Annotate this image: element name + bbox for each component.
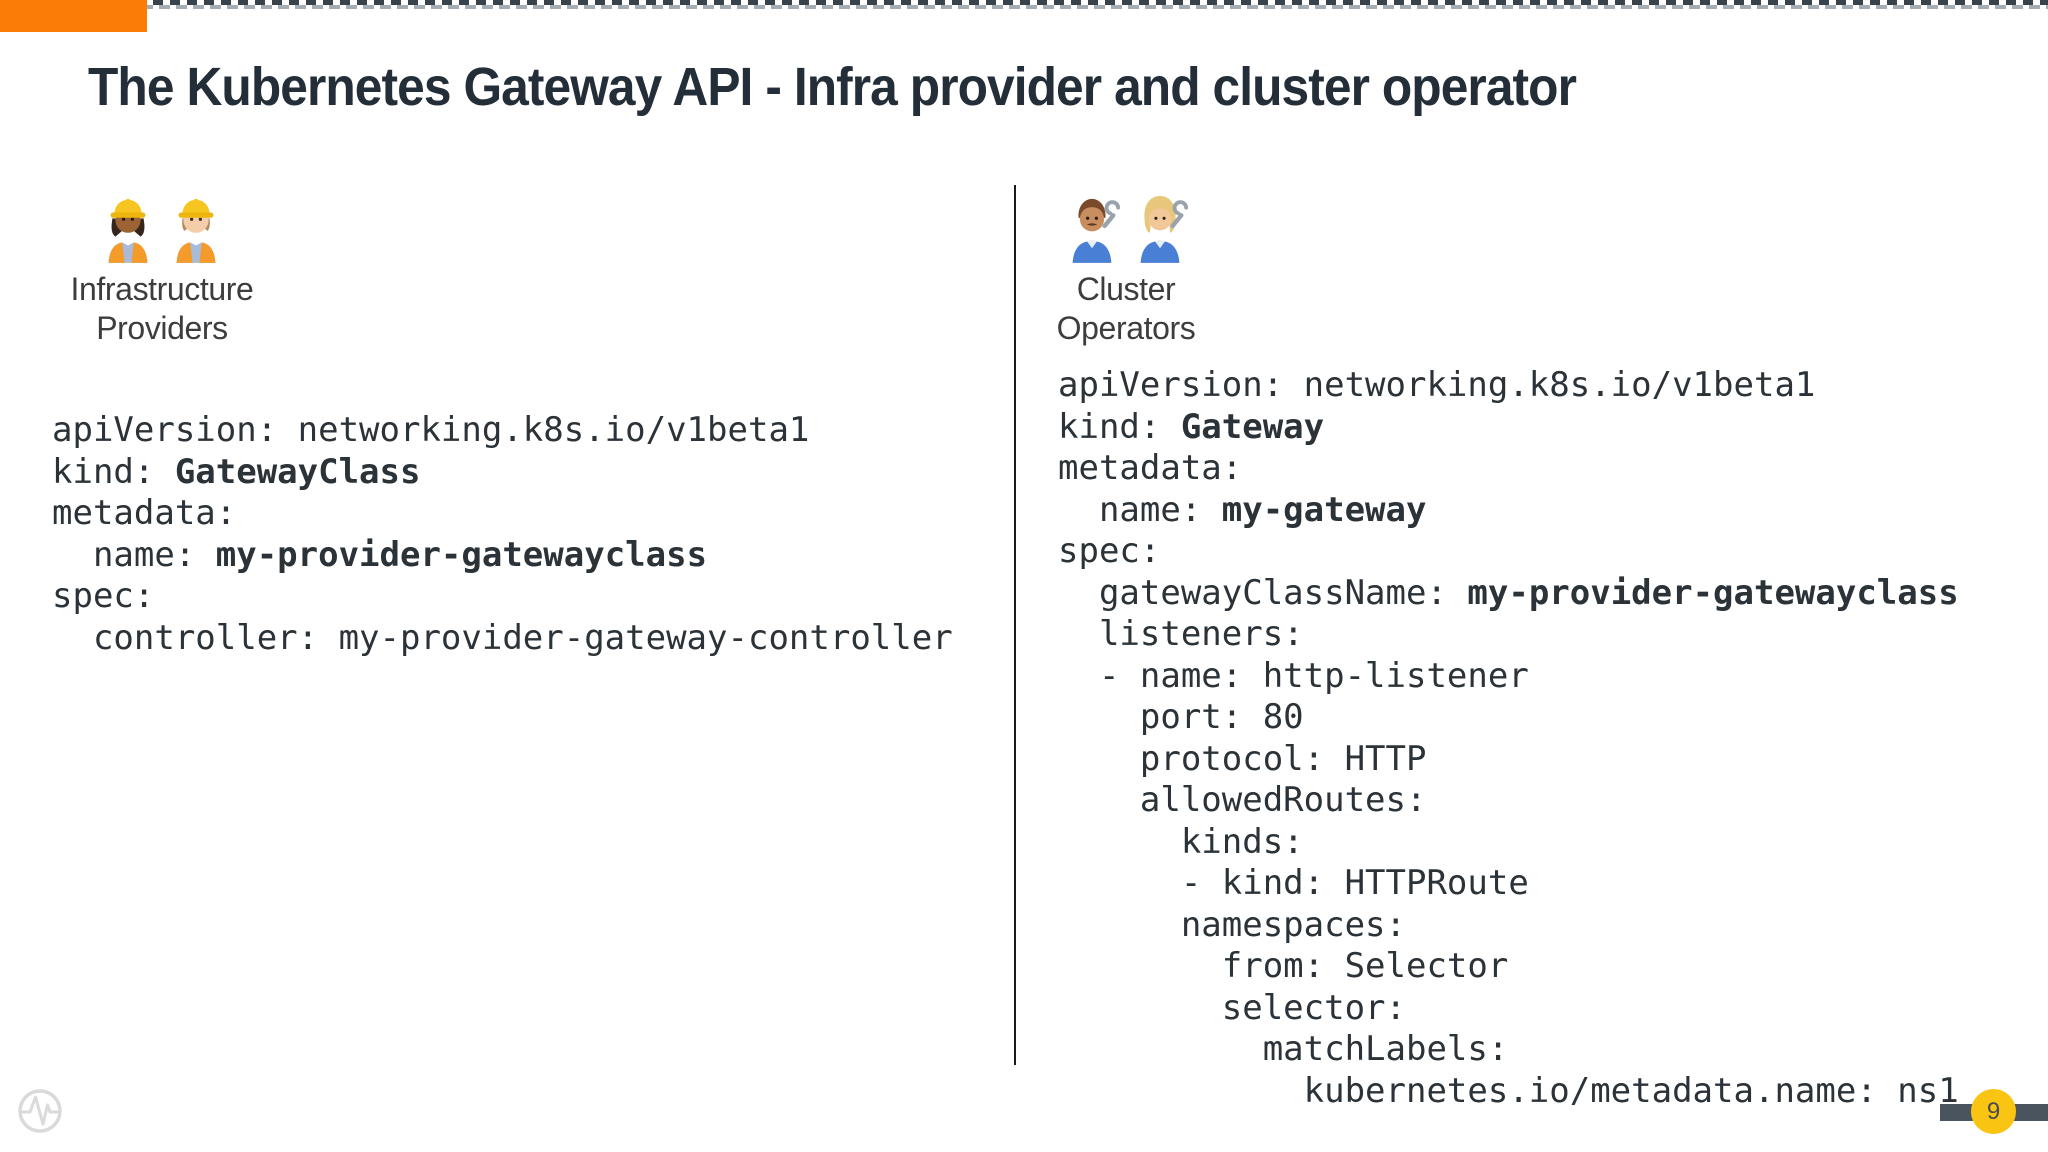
woman-mechanic-icon (1140, 195, 1189, 263)
code-line: gatewayClassName: my-provider-gatewaycla… (1058, 572, 1959, 613)
column-divider (1014, 185, 1016, 1065)
code-line: listeners: (1058, 614, 1304, 654)
persona-icons (42, 186, 282, 264)
persona-label-line2: Operators (1056, 310, 1196, 346)
persona-icons (1006, 186, 1246, 264)
code-line: kinds: (1058, 821, 1304, 862)
code-line: selector: (1058, 987, 1406, 1028)
man-mechanic-icon (1072, 198, 1121, 263)
woman-construction-worker-icon (108, 198, 148, 263)
code-line: from: Selector (1058, 946, 1509, 986)
accent-corner-block (0, 0, 147, 32)
page-title: The Kubernetes Gateway API - Infra provi… (88, 57, 1577, 117)
code-line: metadata: (52, 493, 237, 533)
code-line: name: my-provider-gatewayclass (52, 534, 708, 575)
code-line: controller: my-provider-gateway-controll… (52, 617, 953, 658)
code-line: kubernetes.io/metadata.name: ns1 (1058, 1070, 1959, 1111)
page-number: 9 (1986, 1097, 2001, 1125)
persona-label-line2: Providers (96, 310, 228, 346)
code-line: - kind: HTTPRoute (1058, 863, 1529, 903)
code-line: protocol: HTTP (1058, 738, 1427, 779)
code-line: name: my-gateway (1058, 489, 1427, 530)
top-dashed-strip (0, 0, 2048, 10)
code-line: kind: GatewayClass (52, 451, 421, 492)
code-line: spec: (1058, 531, 1161, 571)
code-line: spec: (52, 576, 155, 616)
infrastructure-providers-persona: Infrastructure Providers (42, 186, 282, 348)
code-line: matchLabels: (1058, 1029, 1509, 1069)
persona-label-line1: Infrastructure (70, 271, 254, 307)
cluster-operators-persona: Cluster Operators (1006, 186, 1246, 348)
code-line: allowedRoutes: (1058, 780, 1427, 820)
code-line: metadata: (1058, 448, 1243, 488)
code-line: - name: http-listener (1058, 655, 1529, 696)
code-line: port: 80 (1058, 697, 1304, 737)
man-construction-worker-icon (176, 198, 216, 263)
code-line: apiVersion: networking.k8s.io/v1beta1 (1058, 365, 1816, 405)
code-line: apiVersion: networking.k8s.io/v1beta1 (52, 410, 810, 450)
code-line: namespaces: (1058, 904, 1406, 945)
code-line: kind: Gateway (1058, 406, 1325, 447)
persona-label-line1: Cluster (1076, 271, 1176, 307)
pulse-logo-icon (18, 1089, 62, 1133)
page-number-badge: 9 (1971, 1089, 2016, 1134)
